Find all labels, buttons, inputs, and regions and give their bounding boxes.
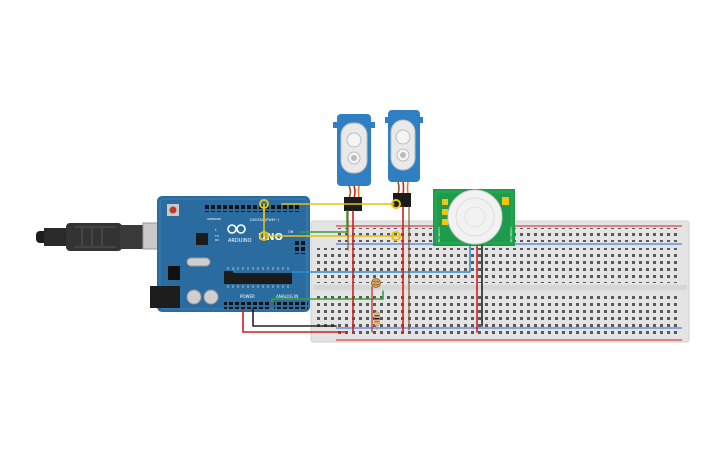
capacitor xyxy=(186,289,202,305)
rx-label: RX xyxy=(215,238,219,242)
junction-dot[interactable] xyxy=(259,231,269,241)
analog-in-label: ANALOG IN xyxy=(276,294,298,299)
servo-1-leads xyxy=(348,185,360,199)
analog-pin-header[interactable] xyxy=(274,302,308,309)
l-label: L xyxy=(215,228,217,232)
arduino-brand-text: ARDUINO xyxy=(228,238,252,244)
servo-2-connector[interactable] xyxy=(393,193,411,207)
wires xyxy=(233,203,483,333)
power-pin-header[interactable] xyxy=(224,302,270,309)
arduino-model-text: UNO xyxy=(258,232,283,243)
usb-chip xyxy=(196,233,208,245)
pir-header-pin[interactable] xyxy=(442,219,448,225)
power-label: POWER xyxy=(240,294,255,299)
wire-blue-pir[interactable] xyxy=(233,245,471,273)
center-channel xyxy=(313,285,687,290)
servo-shaft xyxy=(351,155,357,161)
arduino-uno-board[interactable]: ARDUINO UNO DIGITAL (PWM~) AREF GND ON L… xyxy=(150,196,310,312)
capacitor xyxy=(203,289,219,305)
icsp-header xyxy=(295,240,305,254)
on-label: ON xyxy=(288,230,294,234)
digital-pin-header[interactable] xyxy=(205,205,301,212)
wire-red-5v[interactable] xyxy=(242,308,347,333)
pir-label-left: HC-SR501 xyxy=(437,227,441,242)
wire-black-gnd[interactable] xyxy=(252,308,337,327)
pir-header-pin[interactable] xyxy=(442,199,448,205)
pir-trim-pot[interactable] xyxy=(502,197,509,205)
pir-label-right: HC-SR501 xyxy=(509,227,513,242)
voltage-regulator xyxy=(168,266,180,280)
junction-dot[interactable] xyxy=(391,199,401,209)
atmega-chip xyxy=(224,271,292,284)
resistor[interactable] xyxy=(374,310,380,330)
tx-label: TX xyxy=(214,234,219,238)
bottom-ground-rail[interactable] xyxy=(336,329,680,336)
terminal-strip-bottom[interactable] xyxy=(316,292,681,327)
junction-dot[interactable] xyxy=(391,231,401,241)
junction-dot[interactable] xyxy=(259,199,269,209)
servo-2-leads xyxy=(397,181,409,195)
dc-power-jack[interactable] xyxy=(150,286,180,308)
arduino-logo xyxy=(227,224,246,234)
digital-label: DIGITAL (PWM~) xyxy=(250,218,280,222)
servo-shaft xyxy=(400,152,406,158)
wire-green-analog[interactable] xyxy=(271,290,384,303)
photoresistor[interactable] xyxy=(371,278,381,288)
gnd-label: GND xyxy=(214,217,222,221)
aref-label: AREF xyxy=(207,217,215,221)
crystal xyxy=(186,257,211,267)
servo-motor-1[interactable] xyxy=(333,114,375,186)
pir-motion-sensor[interactable]: HC-SR501 HC-SR501 xyxy=(433,189,515,246)
pir-header-pin[interactable] xyxy=(442,209,448,215)
wire-green-digital[interactable] xyxy=(299,210,348,233)
servo-motor-2[interactable] xyxy=(385,110,423,182)
terminal-strip-top[interactable] xyxy=(316,248,681,283)
junction-markers xyxy=(259,199,401,241)
